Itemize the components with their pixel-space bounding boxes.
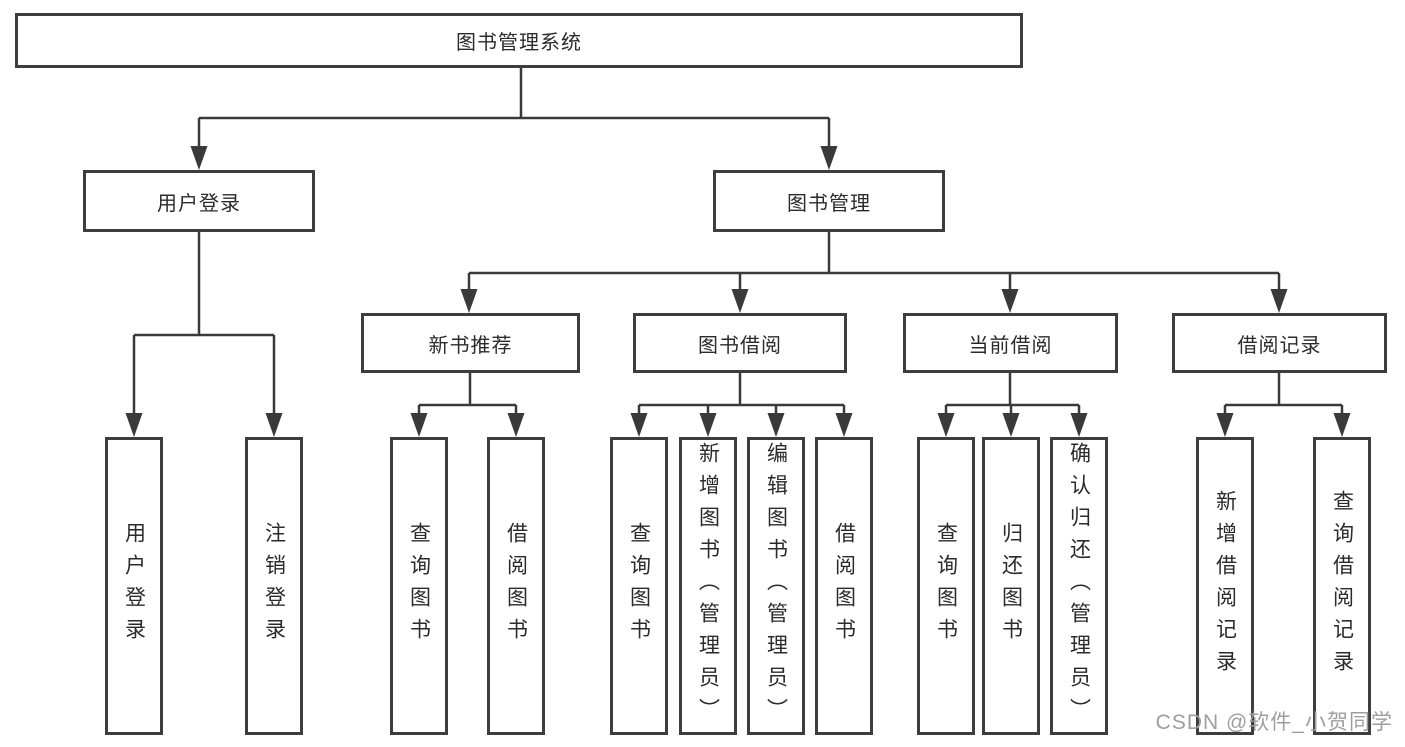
leaf-label: 查询图书 [627, 522, 651, 650]
arrowhead-down-icon [731, 289, 749, 313]
leaf-edit-books-admin: 编辑图书（管理员） [747, 437, 805, 735]
node-current-borrowing: 当前借阅 [903, 313, 1118, 373]
node-user-login: 用户登录 [83, 170, 315, 232]
node-new-book-recommend: 新书推荐 [361, 313, 580, 373]
leaf-user-login: 用户登录 [105, 437, 163, 735]
leaf-query-books-current: 查询图书 [917, 437, 975, 735]
node-label: 图书管理系统 [456, 32, 582, 54]
leaf-label: 编辑图书（管理员） [764, 442, 788, 730]
arrowhead-down-icon [190, 146, 208, 170]
leaf-add-books-admin: 新增图书（管理员） [679, 437, 737, 735]
leaf-borrow-books-recommend: 借阅图书 [487, 437, 545, 735]
node-label: 图书借阅 [698, 334, 782, 357]
arrowhead-down-icon [699, 413, 717, 437]
leaf-add-borrow-record: 新增借阅记录 [1196, 437, 1254, 735]
csdn-watermark: CSDN @软件_小贺同学 [1155, 711, 1393, 734]
arrowhead-down-icon [937, 413, 955, 437]
leaf-query-borrow-record: 查询借阅记录 [1313, 437, 1371, 735]
arrowhead-down-icon [1333, 413, 1351, 437]
node-label: 当前借阅 [968, 334, 1053, 357]
leaf-label: 借阅图书 [832, 522, 856, 650]
leaf-label: 查询借阅记录 [1330, 490, 1354, 682]
arrowhead-down-icon [265, 413, 283, 437]
leaf-label: 新增图书（管理员） [696, 442, 720, 730]
node-borrowing-records: 借阅记录 [1172, 313, 1387, 373]
leaf-label: 归还图书 [999, 522, 1023, 650]
node-label: 用户登录 [157, 192, 241, 215]
leaf-label: 查询图书 [407, 522, 431, 650]
connector-lines [132, 68, 1344, 417]
leaf-label: 确认归还（管理员） [1067, 442, 1091, 730]
arrowhead-down-icon [1270, 289, 1288, 313]
arrowhead-down-icon [1001, 289, 1019, 313]
node-label: 借阅记录 [1237, 334, 1322, 357]
arrowhead-down-icon [1216, 413, 1234, 437]
leaf-confirm-return-admin: 确认归还（管理员） [1050, 437, 1108, 735]
arrowhead-down-icon [507, 413, 525, 437]
node-label: 新书推荐 [428, 334, 513, 357]
node-label: 图书管理 [787, 192, 871, 215]
arrowhead-down-icon [820, 146, 838, 170]
leaf-query-books-recommend: 查询图书 [390, 437, 448, 735]
leaf-label: 新增借阅记录 [1213, 490, 1237, 682]
arrowhead-down-icon [1070, 413, 1088, 437]
node-book-borrowing: 图书借阅 [633, 313, 847, 373]
arrowhead-down-icon [460, 289, 478, 313]
arrowhead-down-icon [835, 413, 853, 437]
leaf-label: 注销登录 [262, 522, 286, 650]
leaf-label: 用户登录 [122, 522, 146, 650]
leaf-query-books-borrowing: 查询图书 [610, 437, 668, 735]
arrowhead-down-icon [410, 413, 428, 437]
leaf-borrow-books: 借阅图书 [815, 437, 873, 735]
arrowhead-down-icon [630, 413, 648, 437]
arrowhead-down-icon [1002, 413, 1020, 437]
leaf-logout: 注销登录 [245, 437, 303, 735]
node-library-management-system: 图书管理系统 [15, 13, 1023, 68]
arrowhead-down-icon [125, 413, 143, 437]
node-book-management: 图书管理 [713, 170, 945, 232]
leaf-return-books: 归还图书 [982, 437, 1040, 735]
leaf-label: 借阅图书 [504, 522, 528, 650]
arrowhead-down-icon [767, 413, 785, 437]
leaf-label: 查询图书 [934, 522, 958, 650]
